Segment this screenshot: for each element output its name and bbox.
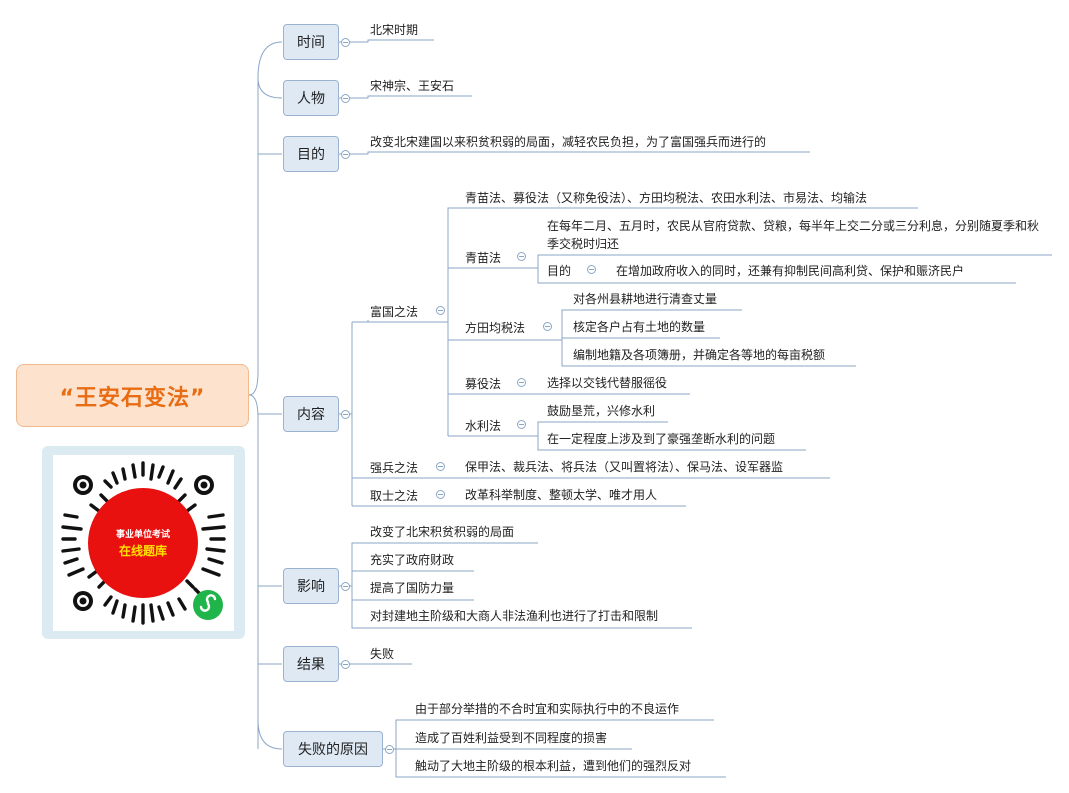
leaf-fangtian-3: 编制地籍及各项簿册，并确定各等地的每亩税额	[573, 348, 826, 362]
qr-center-logo	[88, 488, 198, 598]
node-qingmiao-purpose[interactable]: 目的	[547, 264, 572, 278]
node-muyi[interactable]: 募役法	[465, 377, 502, 391]
leaf-qingmiao-detail: 在每年二月、五月时，农民从官府贷款、贷粮，每半年上交二分或三分利息，分别随夏季和…	[547, 219, 1040, 251]
leaf-impact-3: 提高了国防力量	[370, 581, 455, 595]
collapse-icon[interactable]	[543, 322, 552, 331]
branch-content[interactable]: 内容	[283, 396, 339, 432]
leaf-qingmiao-purpose: 在增加政府收入的同时，还兼有抑制民间高利贷、保护和赈济民户	[616, 264, 965, 278]
branch-failure-reasons[interactable]: 失败的原因	[283, 731, 383, 767]
qr-code-card[interactable]: 事业单位考试 在线题库	[42, 446, 245, 639]
leaf-impact-2: 充实了政府财政	[370, 553, 455, 567]
leaf-fuguo-overview: 青苗法、募役法（又称免役法）、方田均税法、农田水利法、市易法、均输法	[465, 191, 868, 205]
collapse-icon[interactable]	[517, 252, 526, 261]
branch-purpose[interactable]: 目的	[283, 136, 339, 172]
node-qingmiao[interactable]: 青苗法	[465, 251, 502, 265]
leaf-qushi: 改革科举制度、整顿太学、唯才用人	[465, 488, 658, 502]
mini-program-icon	[193, 590, 223, 620]
qr-text-line2: 在线题库	[119, 543, 167, 558]
node-shuili[interactable]: 水利法	[465, 419, 502, 433]
leaf-shuili-1: 鼓励垦荒，兴修水利	[547, 404, 656, 418]
leaf-shuili-2: 在一定程度上涉及到了豪强垄断水利的问题	[547, 432, 776, 446]
branch-people[interactable]: 人物	[283, 80, 339, 116]
leaf-impact-4: 对封建地主阶级和大商人非法渔利也进行了打击和限制	[370, 609, 659, 623]
node-qushi[interactable]: 取士之法	[370, 489, 419, 503]
collapse-icon[interactable]	[341, 582, 350, 591]
leaf-fangtian-2: 核定各户占有土地的数量	[573, 320, 706, 334]
collapse-icon[interactable]	[517, 378, 526, 387]
leaf-people: 宋神宗、王安石	[370, 79, 455, 93]
collapse-icon[interactable]	[341, 38, 350, 47]
branch-result[interactable]: 结果	[283, 646, 339, 682]
leaf-failure-2: 造成了百姓利益受到不同程度的损害	[415, 731, 608, 745]
node-qiangbing[interactable]: 强兵之法	[370, 461, 419, 475]
leaf-purpose: 改变北宋建国以来积贫积弱的局面，减轻农民负担，为了富国强兵而进行的	[370, 135, 767, 149]
collapse-icon[interactable]	[385, 745, 394, 754]
branch-time[interactable]: 时间	[283, 24, 339, 60]
collapse-icon[interactable]	[341, 410, 350, 419]
collapse-icon[interactable]	[436, 306, 445, 315]
leaf-impact-1: 改变了北宋积贫积弱的局面	[370, 525, 515, 539]
qr-code[interactable]: 事业单位考试 在线题库	[53, 455, 234, 631]
branch-impact[interactable]: 影响	[283, 568, 339, 604]
collapse-icon[interactable]	[341, 150, 350, 159]
leaf-result: 失败	[370, 647, 395, 661]
central-topic[interactable]: “王安石变法”	[16, 364, 249, 427]
collapse-icon[interactable]	[587, 265, 596, 274]
node-fuguo[interactable]: 富国之法	[370, 305, 419, 319]
leaf-failure-3: 触动了大地主阶级的根本利益，遭到他们的强烈反对	[415, 759, 692, 773]
leaf-time: 北宋时期	[370, 23, 419, 37]
leaf-fangtian-1: 对各州县耕地进行清查丈量	[573, 292, 718, 306]
collapse-icon[interactable]	[436, 462, 445, 471]
node-fangtian[interactable]: 方田均税法	[465, 321, 526, 335]
leaf-muyi: 选择以交钱代替服徭役	[547, 376, 668, 390]
qr-code-pattern: 事业单位考试 在线题库	[61, 461, 226, 625]
qr-text-line1: 事业单位考试	[116, 528, 170, 540]
collapse-icon[interactable]	[436, 490, 445, 499]
leaf-qiangbing: 保甲法、裁兵法、将兵法（又叫置将法）、保马法、设军器监	[465, 460, 784, 474]
leaf-failure-1: 由于部分举措的不合时宜和实际执行中的不良运作	[415, 702, 680, 716]
collapse-icon[interactable]	[517, 420, 526, 429]
collapse-icon[interactable]	[341, 94, 350, 103]
collapse-icon[interactable]	[341, 660, 350, 669]
